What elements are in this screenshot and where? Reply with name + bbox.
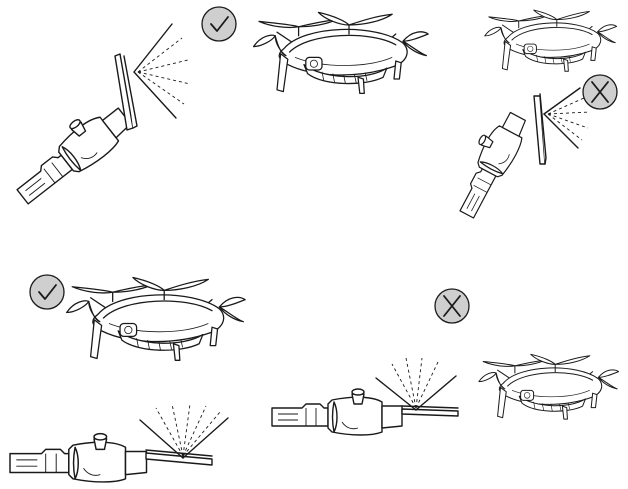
panel-bottom-left — [10, 275, 245, 482]
signal-beam-icon — [376, 358, 456, 410]
antenna-icon — [534, 94, 546, 164]
signal-beam-icon — [134, 24, 190, 118]
antenna-icon — [146, 450, 212, 465]
panel-top-right — [446, 10, 617, 222]
antenna-icon — [402, 406, 458, 416]
check-mark-icon — [30, 275, 64, 309]
drone-icon — [485, 10, 617, 71]
cross-mark-icon — [435, 289, 469, 323]
remote-controller-icon — [272, 389, 402, 435]
remote-controller-icon — [10, 434, 147, 482]
panel-top-left — [5, 24, 190, 211]
remote-controller-icon — [446, 106, 532, 222]
panel-bottom-right — [272, 289, 619, 435]
cross-mark-icon — [583, 75, 617, 109]
signal-beam-icon — [140, 404, 228, 458]
drone-icon — [479, 354, 619, 419]
panel-top-center — [202, 7, 428, 93]
drone-icon — [254, 12, 429, 93]
check-mark-icon — [202, 7, 236, 41]
remote-controller-icon — [5, 95, 136, 211]
drone-icon — [67, 278, 245, 361]
